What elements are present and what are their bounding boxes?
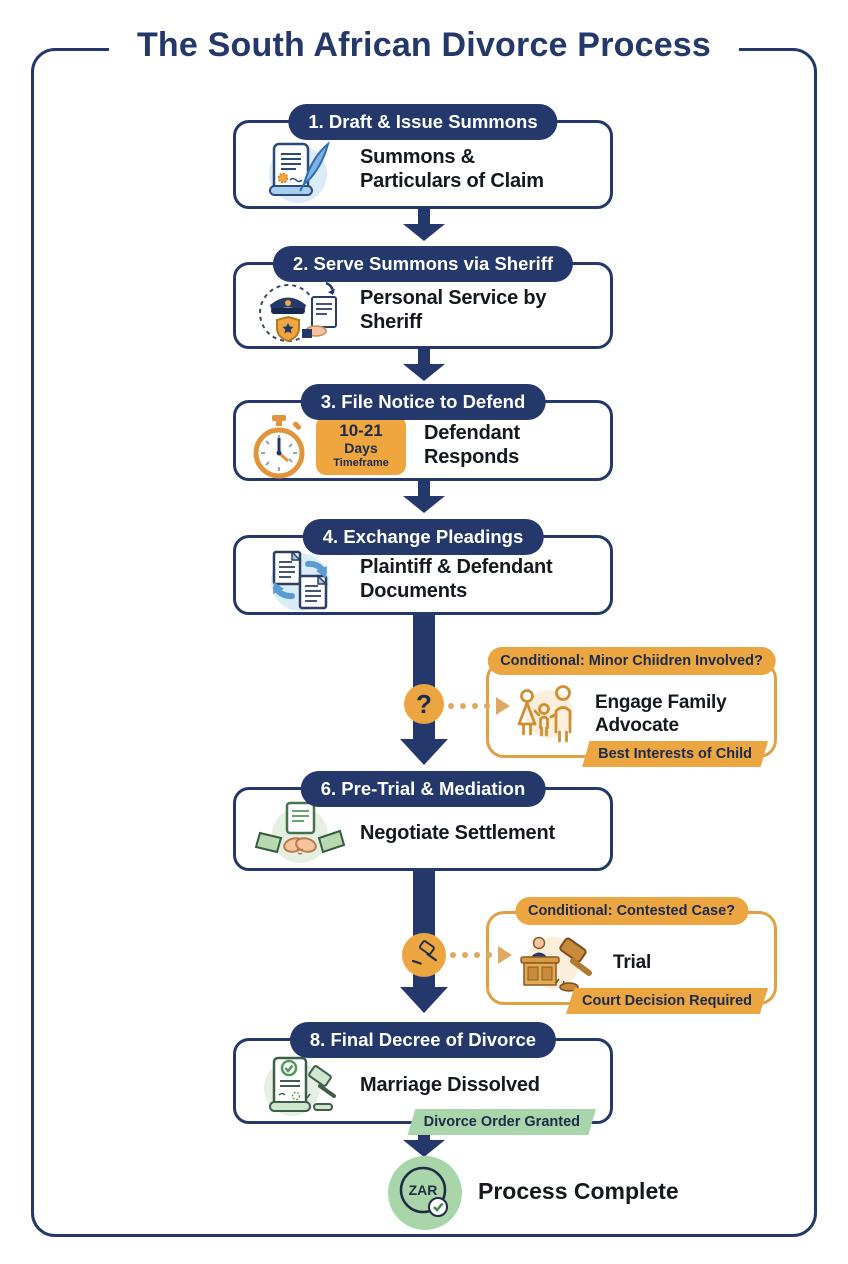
timeframe-duration: 10-21	[339, 421, 383, 441]
question-mark: ?	[416, 688, 432, 719]
timeframe-badge: 10-21 Days Timeframe	[316, 416, 406, 475]
step-1-header: 1. Draft & Issue Summons	[288, 104, 558, 140]
step-8-label: Marriage Dissolved	[360, 1074, 540, 1097]
conditional-children-box: Conditional: Minor Chiidren Involved?	[486, 647, 777, 767]
flow-arrow-1	[402, 209, 446, 241]
step-2-box: 2. Serve Summons via Sheriff	[233, 246, 613, 349]
dotted-arrowhead-2	[498, 946, 512, 964]
conditional-contested-header: Conditional: Contested Case?	[514, 897, 749, 925]
step-8-header: 8. Final Decree of Divorce	[289, 1022, 557, 1058]
flow-arrow-2	[402, 349, 446, 381]
dotted-arrow-2	[450, 946, 512, 964]
conditional-contested-box: Conditional: Contested Case? Trial	[486, 897, 777, 1014]
process-complete-label: Process Complete	[478, 1178, 679, 1204]
step-2-label: Personal Service by Sheriff	[360, 286, 547, 333]
step-1-label: Summons & Particulars of Claim	[360, 145, 544, 192]
decree-ribbon: Divorce Order Granted	[407, 1109, 596, 1135]
step-1-box: 1. Draft & Issue Summons Summons & Parti…	[233, 104, 613, 209]
step-6-header: 6. Pre-Trial & Mediation	[300, 771, 546, 807]
step-4-header: 4. Exchange Pleadings	[302, 519, 544, 555]
trial-gavel-icon	[511, 931, 595, 995]
flow-arrow-3	[402, 481, 446, 513]
step-3-label: Defendant Responds	[424, 421, 520, 468]
children-ribbon: Best Interests of Child	[582, 741, 768, 767]
dotted-arrow-1	[448, 697, 510, 715]
step-2-header: 2. Serve Summons via Sheriff	[272, 246, 574, 282]
page-title: The South African Divorce Process	[108, 26, 740, 65]
stopwatch-icon	[250, 411, 308, 481]
mini-gavel-icon	[411, 940, 438, 965]
step-6-box: 6. Pre-Trial & Mediation Negotiate Settl…	[233, 771, 613, 871]
step-3-header: 3. File Notice to Defend	[300, 384, 546, 420]
summons-scroll-icon	[254, 134, 346, 206]
step-8-box: 8. Final Decree of Divorce	[233, 1022, 613, 1135]
conditional-contested-label: Trial	[613, 951, 652, 973]
contested-ribbon: Court Decision Required	[566, 988, 768, 1014]
step-3-box: 3. File Notice to Defend 10-21 Days Time…	[233, 384, 613, 481]
family-icon	[513, 684, 579, 746]
step-4-label: Plaintiff & Defendant Documents	[360, 556, 553, 602]
zar-text: ZAR	[409, 1182, 438, 1198]
question-marker: ?	[404, 684, 444, 724]
zar-medal: ZAR	[388, 1156, 462, 1230]
gavel-marker	[402, 933, 446, 977]
dotted-arrowhead-1	[496, 697, 510, 715]
handshake-icon	[254, 799, 346, 869]
step-6-label: Negotiate Settlement	[360, 822, 555, 845]
zar-medal-icon: ZAR	[399, 1166, 448, 1217]
decree-scroll-icon	[254, 1050, 346, 1122]
conditional-children-label: Engage Family Advocate	[595, 692, 727, 736]
conditional-children-header: Conditional: Minor Chiidren Involved?	[487, 647, 776, 675]
exchange-documents-icon	[254, 544, 346, 616]
timeframe-caption: Timeframe	[333, 456, 389, 469]
sheriff-service-icon	[254, 275, 346, 347]
timeframe-unit: Days	[344, 440, 378, 457]
step-4-box: 4. Exchange Pleadings Plaintiff & De	[233, 519, 613, 616]
